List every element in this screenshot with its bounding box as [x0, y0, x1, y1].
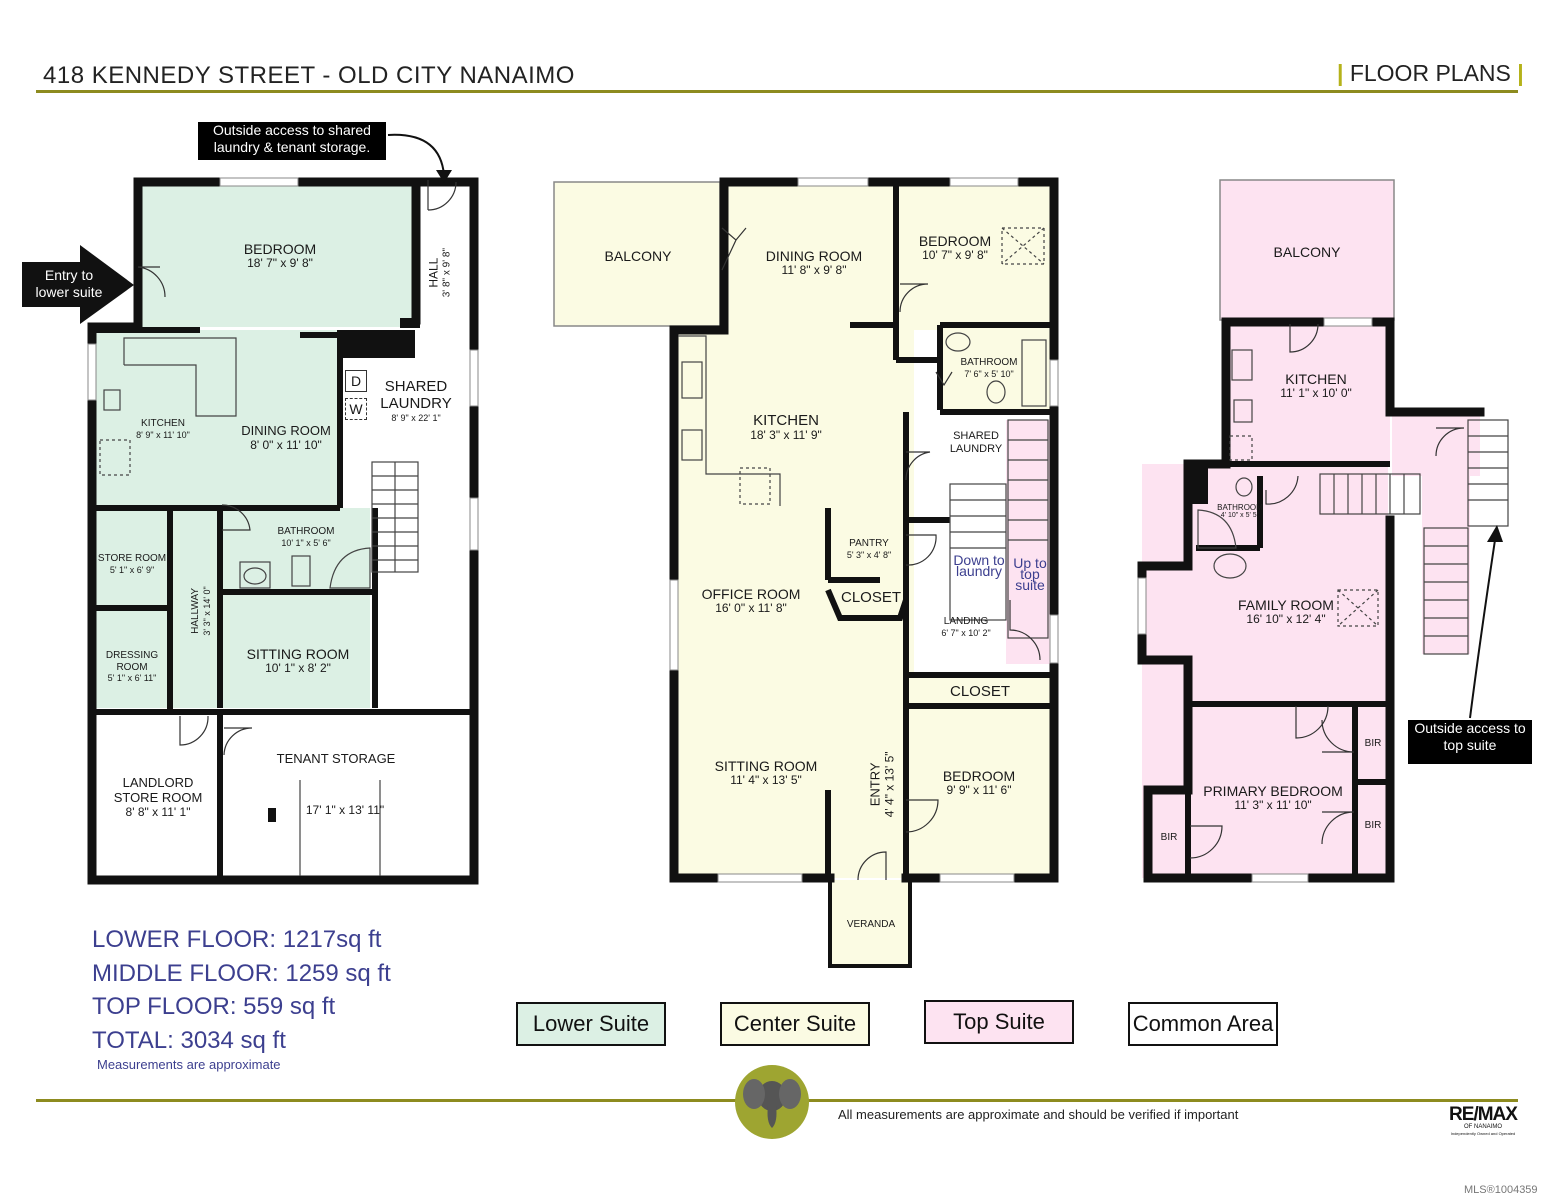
page-title: 418 KENNEDY STREET - OLD CITY NANAIMO	[43, 62, 575, 89]
legend-lower-suite: Lower Suite	[516, 1002, 666, 1046]
down-to-laundry-label: Down to laundry	[953, 552, 1005, 579]
area-summary: LOWER FLOOR: 1217sq ft MIDDLE FLOOR: 125…	[92, 923, 391, 1057]
middle-closet1-label: CLOSET	[840, 589, 901, 606]
lower-bath-sitting-fill	[220, 508, 370, 708]
header-rule	[36, 90, 1518, 93]
total-area: TOTAL: 3034 sq ft	[92, 1026, 286, 1054]
floor-plans-label: | FLOOR PLANS |	[1337, 60, 1524, 86]
middle-closet2-label: CLOSET	[949, 683, 1010, 700]
elephant-logo-icon	[735, 1065, 809, 1139]
callout-entry-lower: Entry to lower suite	[35, 267, 103, 300]
mls-number: MLS®1004359	[1464, 1184, 1538, 1196]
legend-common-area: Common Area	[1128, 1002, 1278, 1046]
middle-shared-laundry-label: SHARED LAUNDRY	[949, 430, 1003, 455]
top-floor-area: TOP FLOOR: 559 sq ft	[92, 993, 336, 1020]
arrow-outside-shared	[387, 133, 445, 176]
entry-arrow-icon	[22, 245, 134, 324]
top-balcony-fill	[1219, 179, 1395, 321]
middle-floor-plan	[553, 177, 1059, 968]
middle-balcony-fill	[553, 181, 721, 327]
top-floor-plan	[1137, 179, 1509, 883]
lower-floor-area: LOWER FLOOR: 1217sq ft	[92, 926, 382, 953]
floor-plans-svg: .wall { stroke:#111; stroke-width:9; fil…	[22, 133, 1509, 968]
top-bir-1-label: BIR	[1364, 738, 1382, 749]
middle-balcony-label: BALCONY	[604, 248, 672, 264]
measurements-approx-note: Measurements are approximate	[97, 1057, 281, 1072]
footer-note: All measurements are approximate and sho…	[838, 1107, 1239, 1122]
middle-up-stairs-fill	[1006, 420, 1052, 664]
middle-floor-area: MIDDLE FLOOR: 1259 sq ft	[92, 959, 391, 987]
arrow-outside-top	[1469, 539, 1496, 719]
callout-outside-shared: Outside access to shared laundry & tenan…	[198, 122, 386, 160]
top-balcony-label: BALCONY	[1273, 244, 1341, 260]
lower-kitchen-dining-fill	[92, 330, 340, 508]
lower-tenant-storage-label: TENANT STORAGE	[276, 751, 396, 766]
middle-veranda-label: VERANDA	[846, 919, 896, 930]
up-to-top-suite-label: Up to top suite	[1013, 555, 1047, 593]
lower-bedroom-fill	[138, 182, 416, 327]
lower-floor-plan	[87, 177, 479, 885]
legend-top-suite: Top Suite	[924, 1000, 1074, 1044]
washer-icon: W	[345, 398, 367, 420]
lower-tenant-storage-dim: 17' 1" x 13' 11"	[305, 803, 385, 817]
callout-outside-top: Outside access to top suite	[1408, 720, 1532, 764]
top-bir-3-label: BIR	[1160, 832, 1178, 843]
top-bir-2-label: BIR	[1364, 820, 1382, 831]
legend-center-suite: Center Suite	[720, 1002, 870, 1046]
dryer-icon: D	[345, 370, 367, 392]
remax-logo: RE/MAX OF NANAIMO Independently Owned an…	[1449, 1104, 1518, 1136]
